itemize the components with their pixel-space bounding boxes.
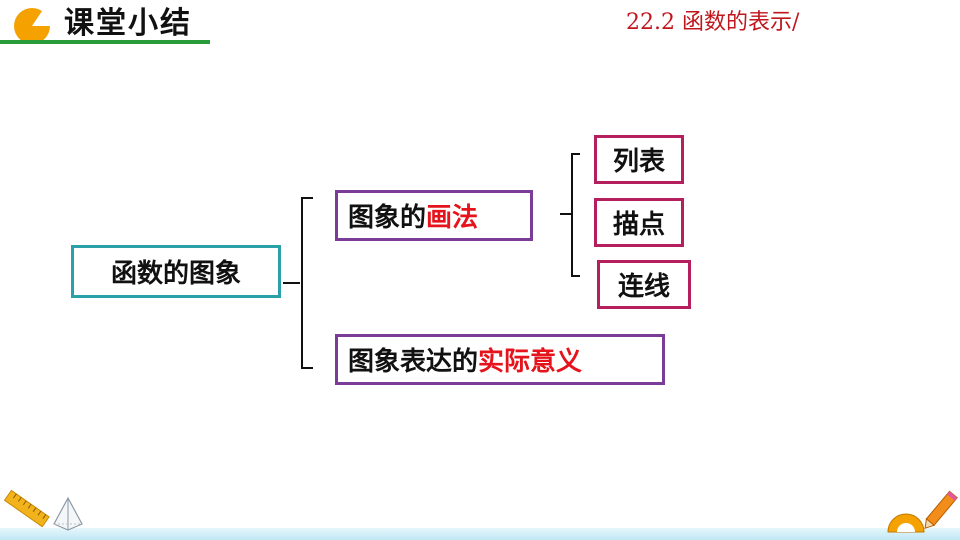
section-title: 课堂小结: [64, 6, 192, 41]
branch-drawing-prefix: 图象的: [348, 203, 427, 233]
protractor-pencil-icon: [887, 490, 958, 533]
branch-drawing-highlight: 画法: [426, 203, 479, 233]
footer-bar: [0, 528, 960, 540]
root-node-label: 函数的图象: [110, 259, 241, 289]
step-node-plot-points: 描点: [594, 198, 684, 247]
root-node-function-graph: 函数的图象: [71, 245, 281, 298]
step-label: 列表: [612, 147, 665, 177]
step-label: 连线: [617, 272, 670, 302]
branch-node-practical-meaning: 图象表达的实际意义: [335, 334, 665, 385]
step-node-connect-lines: 连线: [597, 260, 691, 309]
step-label: 描点: [612, 210, 665, 240]
lesson-reference: 22.2 函数的表示/: [626, 10, 800, 35]
pie-logo-icon: [14, 8, 51, 44]
pyramid-icon: [53, 496, 83, 531]
branch-meaning-highlight: 实际意义: [478, 347, 583, 377]
branch-meaning-prefix: 图象表达的: [348, 347, 479, 377]
ruler-icon: [3, 489, 50, 528]
step-node-tabulate: 列表: [594, 135, 684, 184]
branch-node-drawing-method: 图象的画法: [335, 190, 533, 241]
title-underline: [0, 40, 210, 44]
